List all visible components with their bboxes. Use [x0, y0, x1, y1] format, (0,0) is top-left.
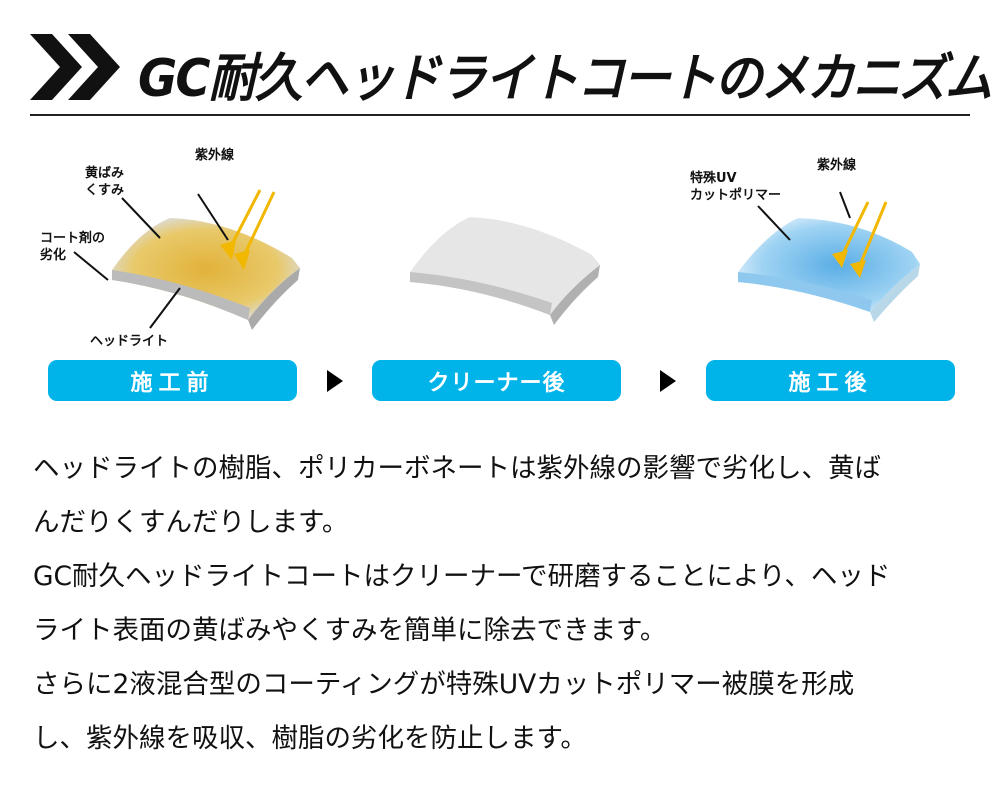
headlight-yellowed-illustration — [73, 189, 300, 330]
page-title: GC耐久ヘッドライトコートのメカニズム — [138, 49, 993, 109]
step-before: 施工前 — [48, 360, 297, 401]
label-yellowing: 黄ばみ — [85, 166, 125, 181]
description-line: んだりくすんだりします。 — [33, 507, 349, 538]
headlight-coated-illustration — [738, 191, 920, 322]
panel-before: 紫外線 黄ばみ くすみ コート剤の 劣化 ヘッドライト — [30, 140, 330, 350]
description-line: ヘッドライトの樹脂、ポリカーボネートは紫外線の影響で劣化し、黄ば — [33, 453, 881, 484]
headlight-clean-illustration — [410, 217, 600, 325]
step-after-application: 施工後 — [706, 360, 955, 401]
label-uv: 紫外線 — [195, 148, 235, 163]
label-coat-degradation: コート剤の — [40, 231, 106, 246]
header: GC耐久ヘッドライトコートのメカニズム — [30, 28, 993, 116]
label-headlight: ヘッドライト — [90, 334, 169, 349]
arrow-right-icon — [327, 370, 343, 392]
double-chevron-icon — [30, 34, 120, 100]
description-line: ライト表面の黄ばみやくすみを簡単に除去できます。 — [33, 615, 667, 646]
label-uv: 紫外線 — [817, 158, 857, 173]
description-line: GC耐久ヘッドライトコートはクリーナーで研磨することにより、ヘッド — [33, 561, 891, 592]
label-cut-polymer: カットポリマー — [690, 188, 782, 203]
description: ヘッドライトの樹脂、ポリカーボネートは紫外線の影響で劣化し、黄ば んだりくすんだ… — [33, 442, 978, 766]
label-polymer: 特殊UV — [690, 171, 737, 186]
arrow-right-icon — [660, 370, 676, 392]
panel-after-cleaner — [370, 140, 670, 350]
label-dullness: くすみ — [85, 183, 125, 198]
label-degradation: 劣化 — [40, 248, 67, 263]
description-line: し、紫外線を吸収、樹脂の劣化を防止します。 — [33, 723, 587, 754]
description-line: さらに2液混合型のコーティングが特殊UVカットポリマー被膜を形成 — [33, 669, 855, 700]
panel-after-application: 特殊UV カットポリマー 紫外線 — [680, 140, 980, 350]
step-after-cleaner: クリーナー後 — [372, 360, 621, 401]
